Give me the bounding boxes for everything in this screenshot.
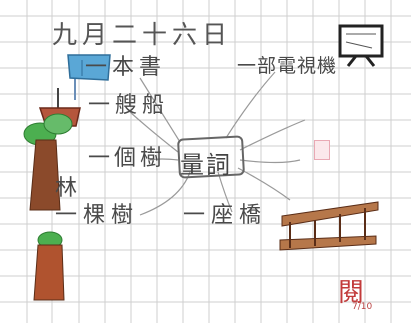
teacher-mark: 閱	[338, 278, 365, 308]
tree-drawing	[23, 113, 73, 211]
tree-trunk-drawing	[33, 231, 65, 301]
center-word: 量詞	[180, 151, 232, 179]
phrase-forest: 林	[55, 176, 78, 201]
mindmap-branches	[129, 71, 306, 216]
phrase-tree-struck: 一個樹	[88, 146, 167, 171]
date-text: 九月二十六日	[52, 20, 233, 49]
pink-sticker	[314, 140, 330, 160]
phrase-tv: 一部電視機	[237, 55, 338, 77]
teacher-signature: 7/10	[352, 302, 373, 312]
book-drawing	[67, 54, 111, 100]
phrase-tree: 一棵樹	[55, 203, 140, 228]
bridge-drawing	[279, 201, 379, 251]
phrase-bridge: 一座橋	[183, 203, 268, 228]
phrase-boat: 一艘船	[88, 93, 170, 118]
phrase-book: 一本書	[85, 55, 167, 80]
television-drawing	[338, 24, 384, 67]
